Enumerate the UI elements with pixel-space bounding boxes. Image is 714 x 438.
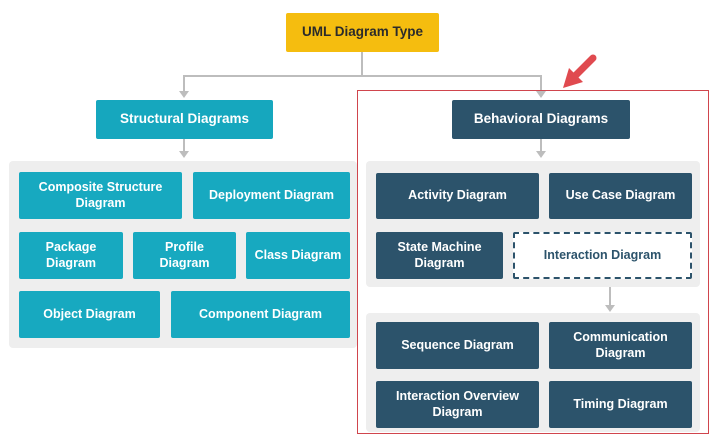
- structural-diagrams-node: Structural Diagrams: [96, 100, 273, 139]
- arrowhead-behavioral: [536, 91, 546, 98]
- behavioral-highlight-frame: [357, 90, 709, 434]
- communication-diagram-node: Communication Diagram: [549, 322, 692, 369]
- sequence-diagram-node: Sequence Diagram: [376, 322, 539, 369]
- arrowhead-structural-panel: [179, 151, 189, 158]
- connector-left-down: [183, 75, 185, 92]
- class-diagram-node: Class Diagram: [246, 232, 350, 279]
- object-diagram-node: Object Diagram: [19, 291, 160, 338]
- use-case-diagram-node: Use Case Diagram: [549, 173, 692, 219]
- connector-behavioral-panel: [540, 139, 542, 152]
- component-diagram-node: Component Diagram: [171, 291, 350, 338]
- composite-structure-diagram-node: Composite Structure Diagram: [19, 172, 182, 219]
- profile-diagram-node: Profile Diagram: [133, 232, 236, 279]
- package-diagram-node: Package Diagram: [19, 232, 123, 279]
- arrowhead-behavioral-panel: [536, 151, 546, 158]
- arrowhead-interaction: [605, 305, 615, 312]
- connector-interaction-down: [609, 281, 611, 306]
- timing-diagram-node: Timing Diagram: [549, 381, 692, 428]
- connector-root-down: [361, 52, 363, 76]
- behavioral-diagrams-node: Behavioral Diagrams: [452, 100, 630, 139]
- connector-right-down: [540, 75, 542, 92]
- root-node: UML Diagram Type: [286, 13, 439, 52]
- interaction-overview-diagram-node: Interaction Overview Diagram: [376, 381, 539, 428]
- red-pointer-arrow-icon: [563, 54, 597, 88]
- arrowhead-structural: [179, 91, 189, 98]
- activity-diagram-node: Activity Diagram: [376, 173, 539, 219]
- deployment-diagram-node: Deployment Diagram: [193, 172, 350, 219]
- connector-structural-panel: [183, 139, 185, 152]
- connector-horizontal: [183, 75, 542, 77]
- state-machine-diagram-node: State Machine Diagram: [376, 232, 503, 279]
- interaction-diagram-node: Interaction Diagram: [513, 232, 692, 279]
